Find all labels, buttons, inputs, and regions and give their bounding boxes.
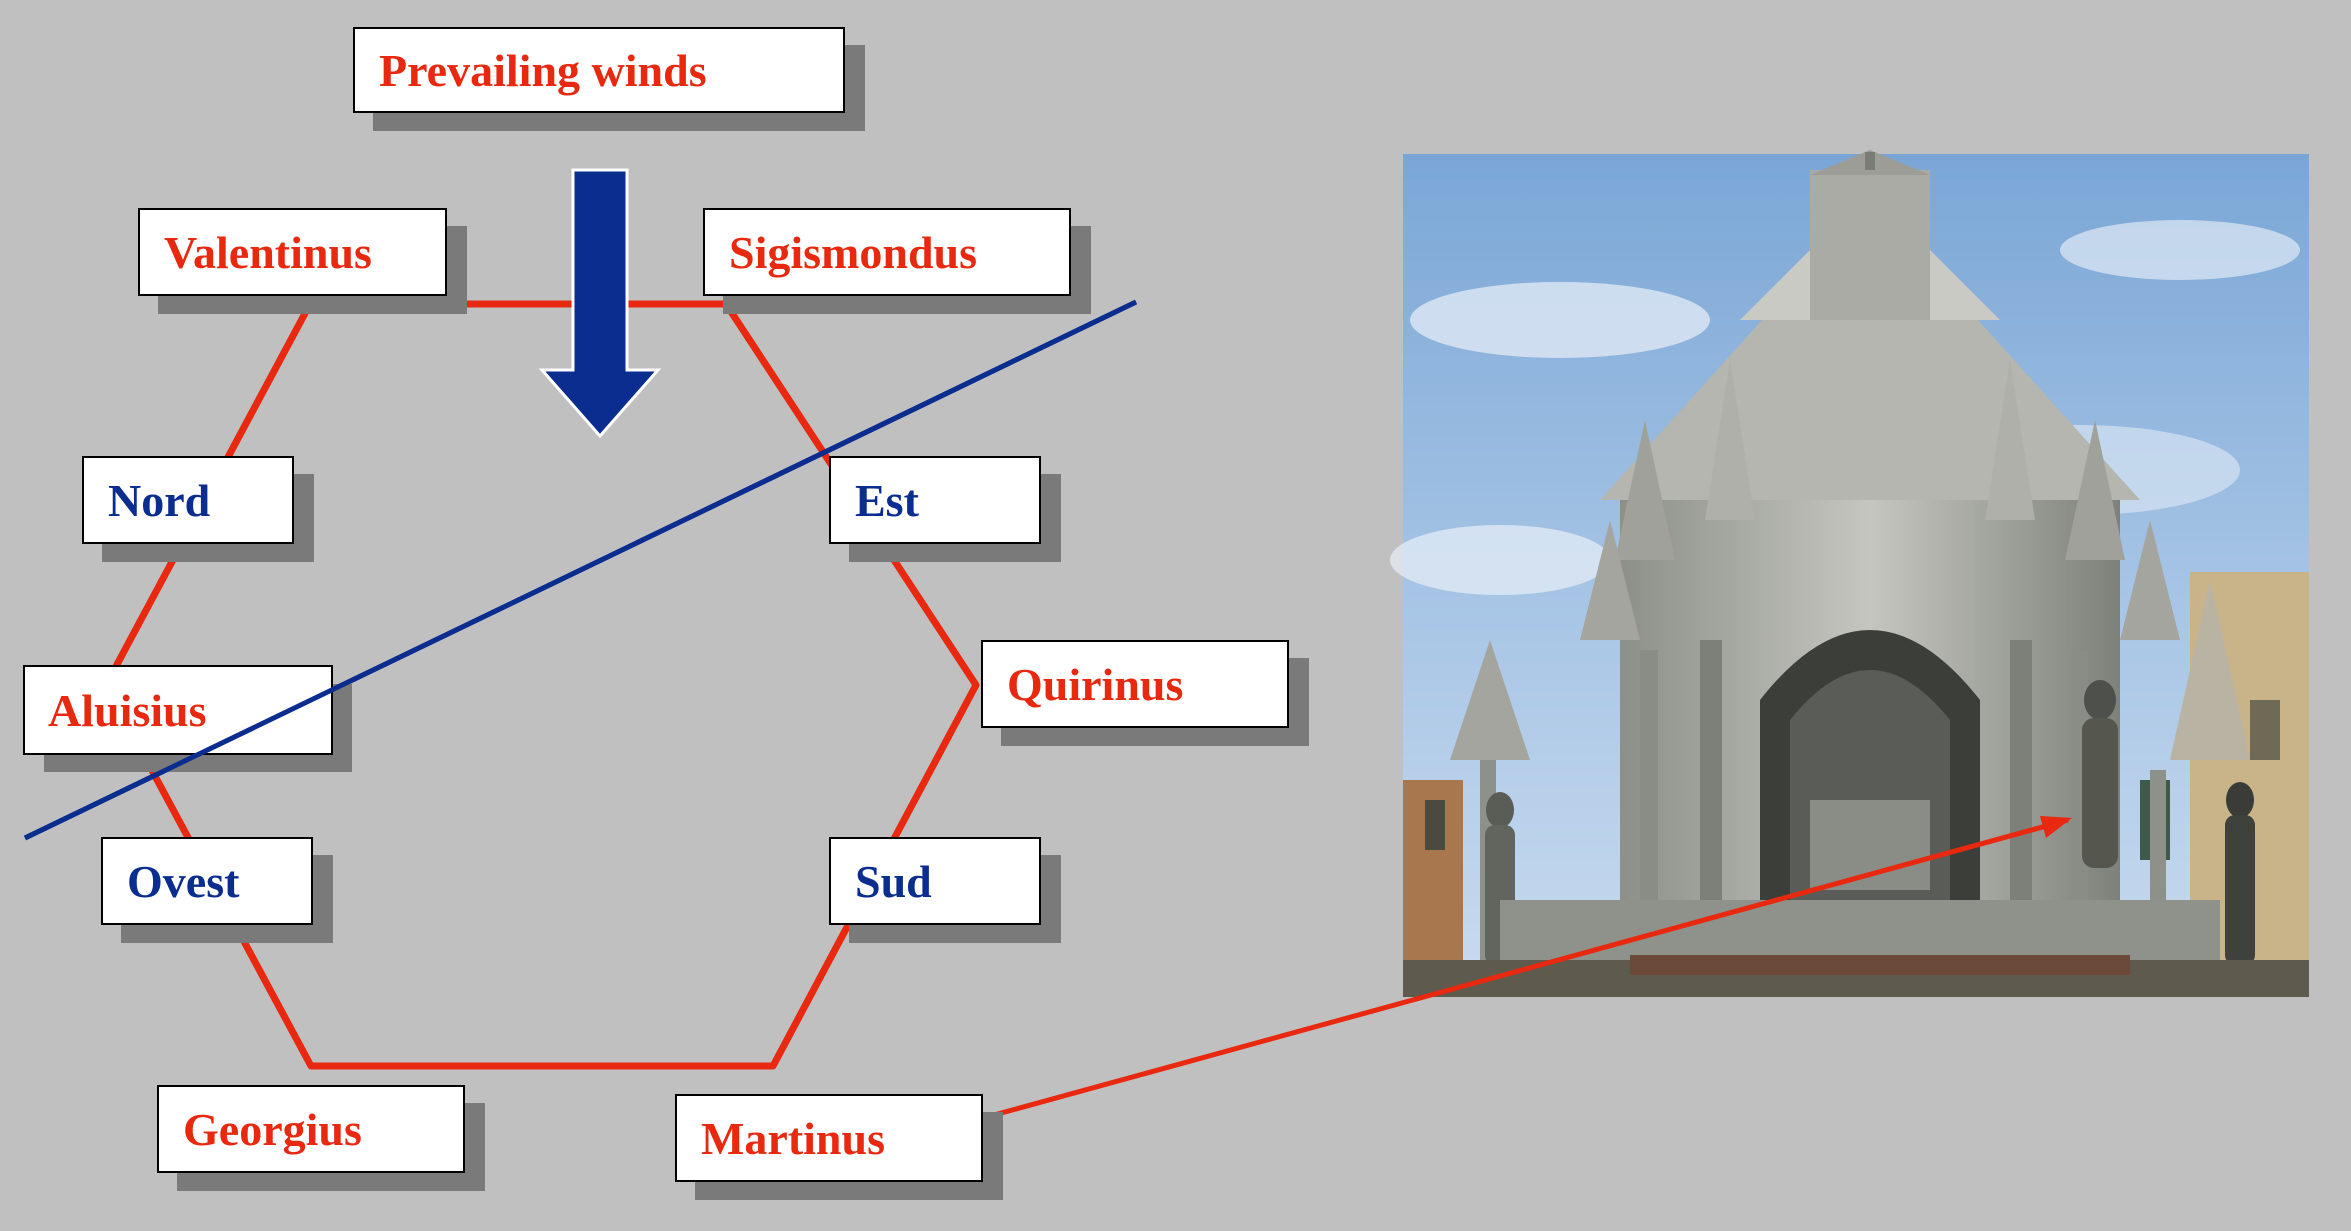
direction-ovest-text: Ovest bbox=[127, 855, 239, 908]
saint-georgius-label: Georgius bbox=[157, 1085, 465, 1173]
direction-sud-text: Sud bbox=[855, 855, 932, 908]
saint-sigismondus-text: Sigismondus bbox=[729, 226, 977, 279]
prevailing-winds-label: Prevailing winds bbox=[353, 27, 845, 113]
direction-nord-text: Nord bbox=[108, 474, 210, 527]
saint-valentinus-label: Valentinus bbox=[138, 208, 447, 296]
saint-valentinus-text: Valentinus bbox=[164, 226, 372, 279]
direction-est-text: Est bbox=[855, 474, 919, 527]
saint-martinus-text: Martinus bbox=[701, 1112, 885, 1165]
direction-ovest-label: Ovest bbox=[101, 837, 313, 925]
saint-quirinus-label: Quirinus bbox=[981, 640, 1289, 728]
saint-georgius-text: Georgius bbox=[183, 1103, 362, 1156]
saint-aluisius-text: Aluisius bbox=[48, 684, 207, 737]
saint-quirinus-text: Quirinus bbox=[1007, 658, 1183, 711]
direction-est-label: Est bbox=[829, 456, 1041, 544]
monument-photo bbox=[1390, 150, 2309, 997]
saint-aluisius-label: Aluisius bbox=[24, 666, 332, 754]
saint-sigismondus-label: Sigismondus bbox=[703, 208, 1071, 296]
direction-nord-label: Nord bbox=[82, 456, 294, 544]
direction-sud-label: Sud bbox=[829, 837, 1041, 925]
saint-martinus-label: Martinus bbox=[675, 1094, 983, 1182]
prevailing-winds-text: Prevailing winds bbox=[379, 44, 707, 97]
